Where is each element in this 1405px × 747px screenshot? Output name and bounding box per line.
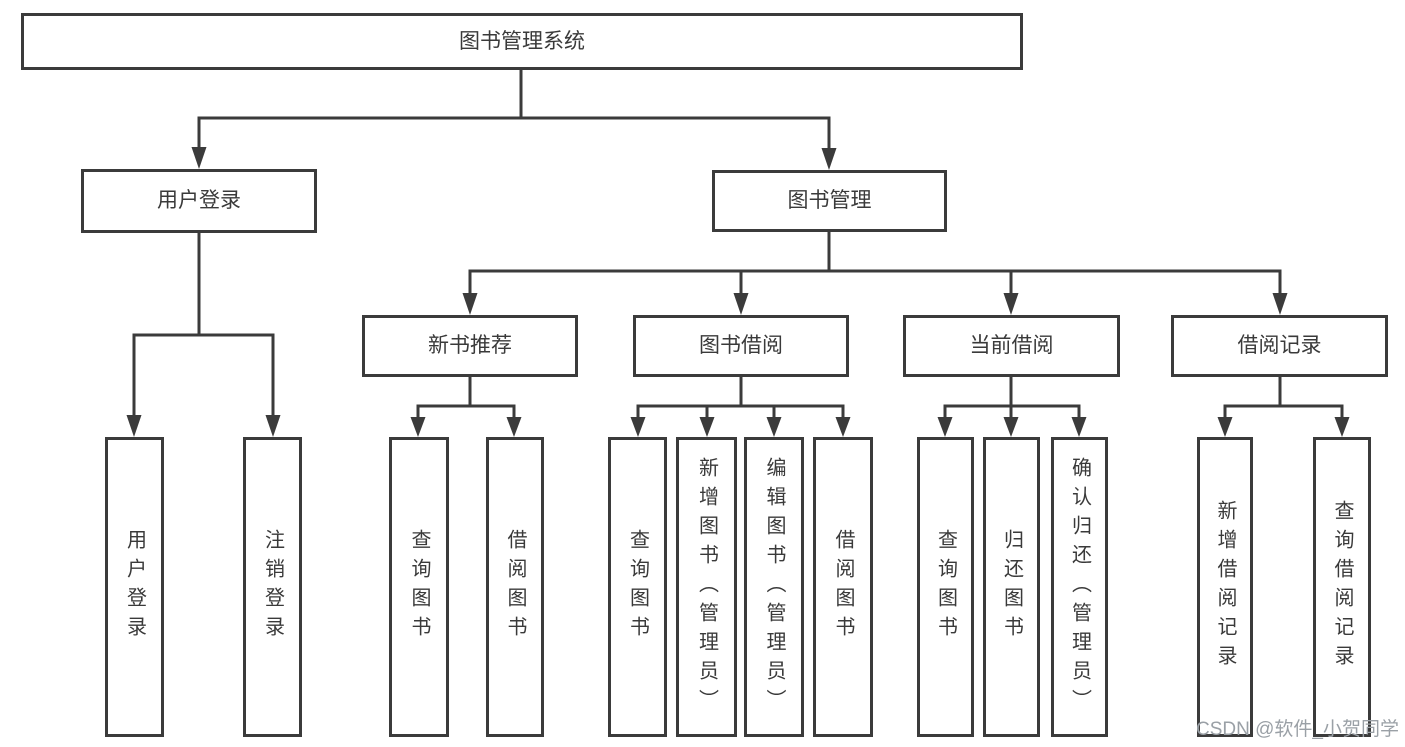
node-borrowing-records: 借阅记录 bbox=[1171, 315, 1388, 377]
leaf-return-books: 归还图书 bbox=[983, 437, 1040, 737]
node-library-management-system: 图书管理系统 bbox=[21, 13, 1023, 70]
leaf-borrow-books-borrowing: 借阅图书 bbox=[813, 437, 873, 737]
leaf-logout: 注销登录 bbox=[243, 437, 302, 737]
leaf-query-borrow-record: 查询借阅记录 bbox=[1313, 437, 1371, 737]
leaf-query-books-current: 查询图书 bbox=[917, 437, 974, 737]
leaf-query-books-borrowing: 查询图书 bbox=[608, 437, 667, 737]
leaf-edit-books-admin: 编辑图书（管理员） bbox=[744, 437, 804, 737]
node-user-login: 用户登录 bbox=[81, 169, 317, 233]
csdn-watermark: CSDN @软件_小贺同学 bbox=[1196, 719, 1399, 740]
leaf-confirm-return-admin: 确认归还（管理员） bbox=[1051, 437, 1108, 737]
leaf-add-books-admin: 新增图书（管理员） bbox=[676, 437, 737, 737]
leaf-query-books-recommend: 查询图书 bbox=[389, 437, 449, 737]
leaf-add-borrow-record: 新增借阅记录 bbox=[1197, 437, 1253, 737]
leaf-borrow-books-recommend: 借阅图书 bbox=[486, 437, 544, 737]
node-book-borrowing: 图书借阅 bbox=[633, 315, 849, 377]
node-new-book-recommend: 新书推荐 bbox=[362, 315, 578, 377]
leaf-user-login: 用户登录 bbox=[105, 437, 164, 737]
node-book-management: 图书管理 bbox=[712, 170, 947, 232]
node-current-borrowing: 当前借阅 bbox=[903, 315, 1120, 377]
